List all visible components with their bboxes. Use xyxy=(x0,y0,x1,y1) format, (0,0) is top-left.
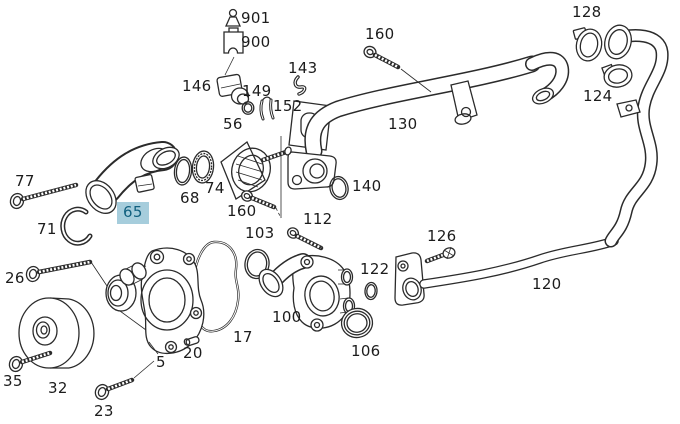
pipe-120-drawing xyxy=(394,236,619,306)
water-pump-5-drawing xyxy=(90,247,205,355)
callout-124[interactable]: 124 xyxy=(583,87,613,105)
coolant-hose-65-drawing xyxy=(85,141,180,214)
sensor-146-drawing xyxy=(216,73,250,105)
bolt-160-top-drawing xyxy=(363,45,432,93)
retainer-900-icon xyxy=(223,27,244,54)
pulley-32-drawing xyxy=(18,297,95,369)
hose-clamp-124-drawing xyxy=(601,63,633,88)
callout-106[interactable]: 106 xyxy=(351,342,381,360)
clip-152-drawing xyxy=(259,96,275,121)
callout-901[interactable]: 901 xyxy=(241,9,271,27)
o-ring-140-drawing xyxy=(329,175,349,201)
bolt-126-drawing xyxy=(424,246,456,264)
callout-130[interactable]: 130 xyxy=(388,115,418,133)
pipe-130-flange xyxy=(287,151,337,190)
clip-143-drawing xyxy=(293,75,307,96)
callout-146[interactable]: 146 xyxy=(182,77,212,95)
callout-143[interactable]: 143 xyxy=(288,59,318,77)
callout-152[interactable]: 152 xyxy=(273,97,303,115)
callout-103[interactable]: 103 xyxy=(245,224,275,242)
callout-74[interactable]: 74 xyxy=(205,179,225,197)
callout-35[interactable]: 35 xyxy=(3,372,23,390)
bolt-23-drawing xyxy=(94,360,155,401)
callout-23[interactable]: 23 xyxy=(94,402,114,420)
callout-900[interactable]: 900 xyxy=(241,33,271,51)
callout-122[interactable]: 122 xyxy=(360,260,390,278)
callout-17[interactable]: 17 xyxy=(233,328,253,346)
o-ring-103-drawing xyxy=(244,248,270,280)
callout-128[interactable]: 128 xyxy=(572,3,602,21)
callout-5[interactable]: 5 xyxy=(156,353,166,371)
o-ring-122-drawing xyxy=(364,281,378,301)
callout-160-mid[interactable]: 160 xyxy=(227,202,257,220)
callout-32[interactable]: 32 xyxy=(48,379,68,397)
bolt-77-drawing xyxy=(9,182,79,210)
callout-140[interactable]: 140 xyxy=(352,177,382,195)
callout-126[interactable]: 126 xyxy=(427,227,457,245)
o-ring-68-drawing xyxy=(173,156,193,186)
hose-clamp-128-drawing xyxy=(572,27,603,62)
callout-77[interactable]: 77 xyxy=(15,172,35,190)
callout-68[interactable]: 68 xyxy=(180,189,200,207)
callout-26[interactable]: 26 xyxy=(5,269,25,287)
callout-65-highlighted[interactable]: 65 xyxy=(117,202,149,224)
callout-56[interactable]: 56 xyxy=(223,115,243,133)
callout-160-top[interactable]: 160 xyxy=(365,25,395,43)
callout-120[interactable]: 120 xyxy=(532,275,562,293)
callout-112[interactable]: 112 xyxy=(303,210,333,228)
callout-71[interactable]: 71 xyxy=(37,220,57,238)
leader-900-146 xyxy=(224,56,235,76)
return-hose-drawing xyxy=(604,24,669,248)
seal-ring-74-drawing xyxy=(191,150,215,184)
o-ring-149-drawing xyxy=(241,101,255,115)
seal-106-drawing xyxy=(340,307,374,339)
clip-71-drawing xyxy=(60,206,93,246)
bolt-112-drawing xyxy=(286,227,324,251)
pipe-130-hanger-bracket xyxy=(450,80,478,125)
housing-100-drawing xyxy=(258,253,356,332)
bolt-35-drawing xyxy=(8,350,53,373)
callout-20[interactable]: 20 xyxy=(183,344,203,362)
cap-901-icon xyxy=(224,8,242,27)
bolt-26-drawing xyxy=(25,259,93,283)
thermostat-56-drawing xyxy=(220,140,292,200)
bolt-160-mid-drawing xyxy=(240,136,282,219)
callout-100[interactable]: 100 xyxy=(272,308,302,326)
pipe-130-drawing xyxy=(304,51,570,160)
callout-149[interactable]: 149 xyxy=(242,82,272,100)
dowel-20-drawing xyxy=(183,336,200,347)
